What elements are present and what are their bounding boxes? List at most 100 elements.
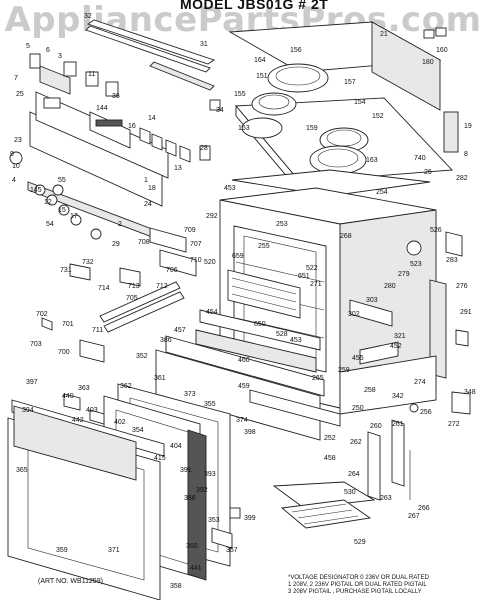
callout: 403 [86, 407, 98, 414]
callout: 11 [88, 71, 95, 78]
callout: 321 [394, 333, 406, 340]
callout: 354 [132, 427, 144, 434]
callout: 709 [184, 227, 196, 234]
callout: 398 [244, 429, 256, 436]
callout: 348 [464, 389, 476, 396]
callout: 415 [154, 455, 166, 462]
callout: 279 [398, 271, 410, 278]
callout: 3 [58, 53, 62, 60]
callout: 357 [226, 547, 238, 554]
callout: 291 [460, 309, 472, 316]
callout: 353 [208, 517, 220, 524]
callout: 523 [410, 261, 422, 268]
callout: 359 [56, 547, 68, 554]
callout: 18 [148, 185, 156, 192]
callout: 5 [26, 43, 30, 50]
callout: 302 [348, 311, 360, 318]
callout: 164 [254, 57, 266, 64]
callout: 265 [312, 375, 324, 382]
callout: 163 [366, 157, 378, 164]
callout: 455 [352, 355, 364, 362]
model-title: MODEL JBS01G # 2T [180, 0, 329, 12]
callout: 700 [58, 349, 70, 356]
callout: 659 [232, 253, 244, 260]
art-number: (ART NO. WB11259) [38, 578, 103, 585]
callout: 362 [120, 383, 132, 390]
callout: 29 [112, 241, 120, 248]
callout: 365 [16, 467, 28, 474]
callout: 256 [420, 409, 432, 416]
callout: 711 [92, 327, 103, 334]
callout: 282 [456, 175, 468, 182]
callout: 402 [114, 419, 126, 426]
callout: 650 [254, 321, 266, 328]
callout: 159 [306, 125, 318, 132]
callout: 14 [148, 115, 156, 122]
callout: 453 [224, 185, 236, 192]
callout: 373 [184, 391, 196, 398]
callout: 260 [370, 423, 382, 430]
callout: 153 [238, 125, 250, 132]
cooktop-assembly [228, 21, 459, 194]
callout: 266 [418, 505, 430, 512]
callout: 703 [30, 341, 42, 348]
callout: 6 [46, 47, 50, 54]
callout: 442 [72, 417, 84, 424]
callout: 283 [446, 257, 458, 264]
callout: 394 [22, 407, 34, 414]
callout: 13 [174, 165, 182, 172]
callout: 261 [392, 421, 404, 428]
callout: 391 [180, 467, 192, 474]
callout: 34 [216, 107, 224, 114]
callout: 702 [36, 311, 48, 318]
callout: 272 [448, 421, 460, 428]
callout: 19 [464, 123, 472, 130]
callout: 404 [170, 443, 182, 450]
callout: 250 [352, 405, 364, 412]
callout: 452 [390, 343, 402, 350]
callout: 440 [62, 393, 74, 400]
callout: 17 [70, 213, 78, 220]
callout: 24 [144, 201, 152, 208]
callout: 355 [204, 401, 216, 408]
callout: 460 [238, 357, 250, 364]
callout: 393 [204, 471, 216, 478]
callout: 258 [364, 387, 376, 394]
callout: 528 [276, 331, 288, 338]
callout: 7 [14, 75, 18, 82]
callout: 254 [376, 189, 388, 196]
oven-door-panels [7, 309, 325, 600]
lower-body [249, 341, 437, 529]
callout: 274 [414, 379, 426, 386]
top-trim-bars [85, 19, 216, 91]
callout: 144 [96, 105, 108, 112]
callout: 4 [12, 177, 16, 184]
callout: 36 [112, 93, 120, 100]
callout: 262 [350, 439, 362, 446]
callout: 459 [238, 383, 250, 390]
callout: 21 [380, 31, 388, 38]
callout: 271 [310, 281, 322, 288]
footnote-line: 1 208V, 2 236V PIGTAIL OR DUAL RATED PIG… [288, 582, 427, 588]
callout: 358 [170, 583, 182, 590]
footnote-line: *VOLTAGE DESIGNATOR 0 236V OR DUAL RATED [288, 575, 429, 581]
callout: 526 [430, 227, 442, 234]
callout: 453 [290, 337, 302, 344]
callout: 9 [10, 151, 14, 158]
callout: 530 [344, 489, 356, 496]
callout: 529 [354, 539, 366, 546]
callout: 441 [190, 565, 202, 572]
callout: 15 [58, 207, 66, 214]
footnote-line: 3 208V PIGTAIL , PURCHASE PIGTAIL LOCALL… [288, 589, 422, 595]
callout: 259 [338, 367, 350, 374]
callout: 280 [384, 283, 396, 290]
callout: 714 [98, 285, 110, 292]
callout: 457 [174, 327, 186, 334]
callout: 253 [276, 221, 288, 228]
callout: 303 [366, 297, 378, 304]
callout: 705 [126, 295, 138, 302]
callout: 160 [436, 47, 448, 54]
callout: 706 [166, 267, 178, 274]
callout: 374 [236, 417, 248, 424]
